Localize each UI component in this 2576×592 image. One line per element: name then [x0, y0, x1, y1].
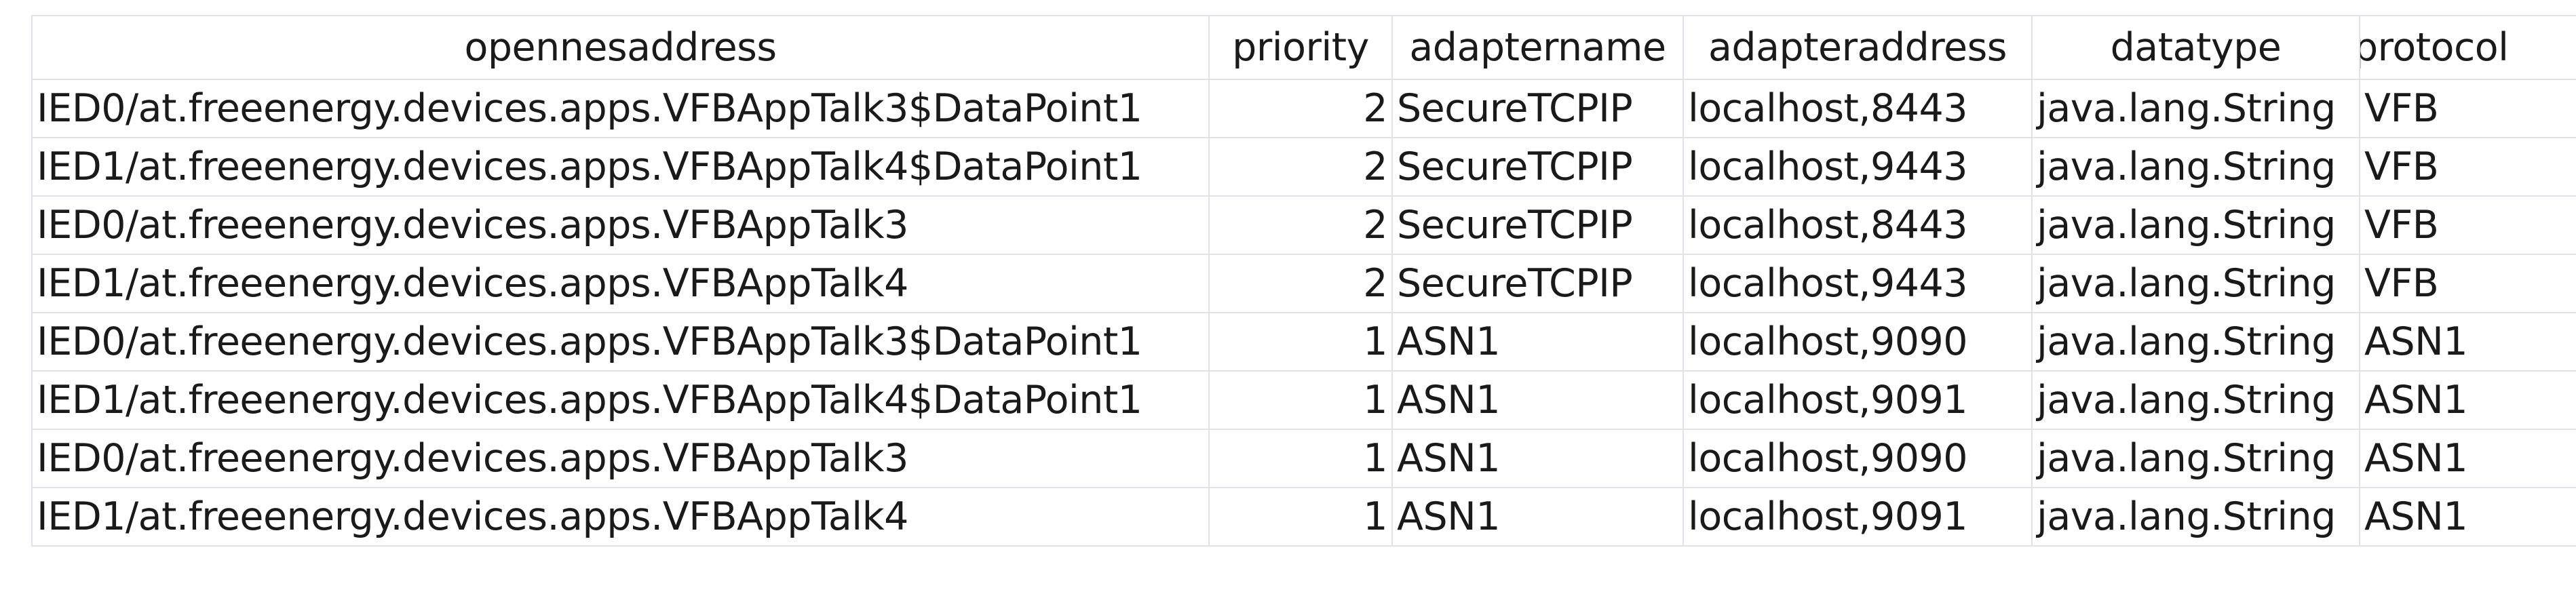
- cell-datatype[interactable]: java.lang.String: [2031, 254, 2360, 313]
- cell-protocol[interactable]: VFB: [2359, 137, 2576, 197]
- cell-adaptername[interactable]: SecureTCPIP: [1391, 137, 1684, 197]
- cell-protocol[interactable]: ASN1: [2359, 487, 2576, 547]
- table-row[interactable]: IED1/at.freeenergy.devices.apps.VFBAppTa…: [31, 254, 2576, 313]
- cell-adapteraddress[interactable]: localhost,9091: [1683, 370, 2033, 430]
- cell-opennesaddress[interactable]: IED0/at.freeenergy.devices.apps.VFBAppTa…: [31, 79, 1210, 138]
- cell-adaptername[interactable]: ASN1: [1391, 487, 1684, 547]
- cell-adaptername[interactable]: ASN1: [1391, 370, 1684, 430]
- cell-adapteraddress[interactable]: localhost,9091: [1683, 487, 2033, 547]
- cell-priority[interactable]: 1: [1208, 312, 1393, 372]
- column-header-priority[interactable]: priority: [1208, 15, 1393, 80]
- cell-adapteraddress[interactable]: localhost,9443: [1683, 254, 2033, 313]
- cell-priority[interactable]: 2: [1208, 254, 1393, 313]
- cell-protocol[interactable]: ASN1: [2359, 370, 2576, 430]
- column-header-protocol[interactable]: protocol: [2359, 15, 2576, 80]
- cell-opennesaddress[interactable]: IED1/at.freeenergy.devices.apps.VFBAppTa…: [31, 254, 1210, 313]
- cell-adaptername[interactable]: ASN1: [1391, 429, 1684, 488]
- cell-opennesaddress[interactable]: IED1/at.freeenergy.devices.apps.VFBAppTa…: [31, 487, 1210, 547]
- table-row[interactable]: IED0/at.freeenergy.devices.apps.VFBAppTa…: [31, 79, 2576, 138]
- header-row: opennesaddress priority adaptername adap…: [31, 15, 2576, 80]
- table-row[interactable]: IED1/at.freeenergy.devices.apps.VFBAppTa…: [31, 487, 2576, 547]
- cell-protocol[interactable]: VFB: [2359, 195, 2576, 255]
- cell-adapteraddress[interactable]: localhost,9443: [1683, 137, 2033, 197]
- cell-protocol[interactable]: ASN1: [2359, 312, 2576, 372]
- cell-datatype[interactable]: java.lang.String: [2031, 195, 2360, 255]
- table-row[interactable]: IED1/at.freeenergy.devices.apps.VFBAppTa…: [31, 137, 2576, 197]
- table-row[interactable]: IED1/at.freeenergy.devices.apps.VFBAppTa…: [31, 370, 2576, 430]
- table-row[interactable]: IED0/at.freeenergy.devices.apps.VFBAppTa…: [31, 429, 2576, 488]
- cell-datatype[interactable]: java.lang.String: [2031, 312, 2360, 372]
- cell-opennesaddress[interactable]: IED1/at.freeenergy.devices.apps.VFBAppTa…: [31, 370, 1210, 430]
- cell-adaptername[interactable]: SecureTCPIP: [1391, 195, 1684, 255]
- cell-adaptername[interactable]: SecureTCPIP: [1391, 254, 1684, 313]
- cell-priority[interactable]: 1: [1208, 487, 1393, 547]
- cell-datatype[interactable]: java.lang.String: [2031, 370, 2360, 430]
- table-header: opennesaddress priority adaptername adap…: [31, 15, 2576, 80]
- cell-adapteraddress[interactable]: localhost,8443: [1683, 195, 2033, 255]
- cell-priority[interactable]: 2: [1208, 137, 1393, 197]
- column-header-adapteraddress[interactable]: adapteraddress: [1683, 15, 2033, 80]
- cell-protocol[interactable]: ASN1: [2359, 429, 2576, 488]
- cell-datatype[interactable]: java.lang.String: [2031, 137, 2360, 197]
- column-header-adaptername[interactable]: adaptername: [1391, 15, 1684, 80]
- column-header-opennesaddress[interactable]: opennesaddress: [31, 15, 1210, 80]
- cell-priority[interactable]: 2: [1208, 195, 1393, 255]
- data-table: opennesaddress priority adaptername adap…: [31, 15, 2576, 547]
- cell-protocol[interactable]: VFB: [2359, 79, 2576, 138]
- cell-opennesaddress[interactable]: IED1/at.freeenergy.devices.apps.VFBAppTa…: [31, 137, 1210, 197]
- table-body: IED0/at.freeenergy.devices.apps.VFBAppTa…: [31, 79, 2576, 547]
- cell-adapteraddress[interactable]: localhost,9090: [1683, 429, 2033, 488]
- cell-opennesaddress[interactable]: IED0/at.freeenergy.devices.apps.VFBAppTa…: [31, 429, 1210, 488]
- cell-adaptername[interactable]: ASN1: [1391, 312, 1684, 372]
- cell-datatype[interactable]: java.lang.String: [2031, 429, 2360, 488]
- cell-opennesaddress[interactable]: IED0/at.freeenergy.devices.apps.VFBAppTa…: [31, 195, 1210, 255]
- cell-adapteraddress[interactable]: localhost,9090: [1683, 312, 2033, 372]
- cell-priority[interactable]: 1: [1208, 429, 1393, 488]
- cell-priority[interactable]: 2: [1208, 79, 1393, 138]
- cell-opennesaddress[interactable]: IED0/at.freeenergy.devices.apps.VFBAppTa…: [31, 312, 1210, 372]
- cell-adaptername[interactable]: SecureTCPIP: [1391, 79, 1684, 138]
- cell-priority[interactable]: 1: [1208, 370, 1393, 430]
- cell-adapteraddress[interactable]: localhost,8443: [1683, 79, 2033, 138]
- column-header-datatype[interactable]: datatype: [2031, 15, 2360, 80]
- cell-protocol[interactable]: VFB: [2359, 254, 2576, 313]
- cell-datatype[interactable]: java.lang.String: [2031, 79, 2360, 138]
- table-row[interactable]: IED0/at.freeenergy.devices.apps.VFBAppTa…: [31, 312, 2576, 372]
- table-row[interactable]: IED0/at.freeenergy.devices.apps.VFBAppTa…: [31, 195, 2576, 255]
- cell-datatype[interactable]: java.lang.String: [2031, 487, 2360, 547]
